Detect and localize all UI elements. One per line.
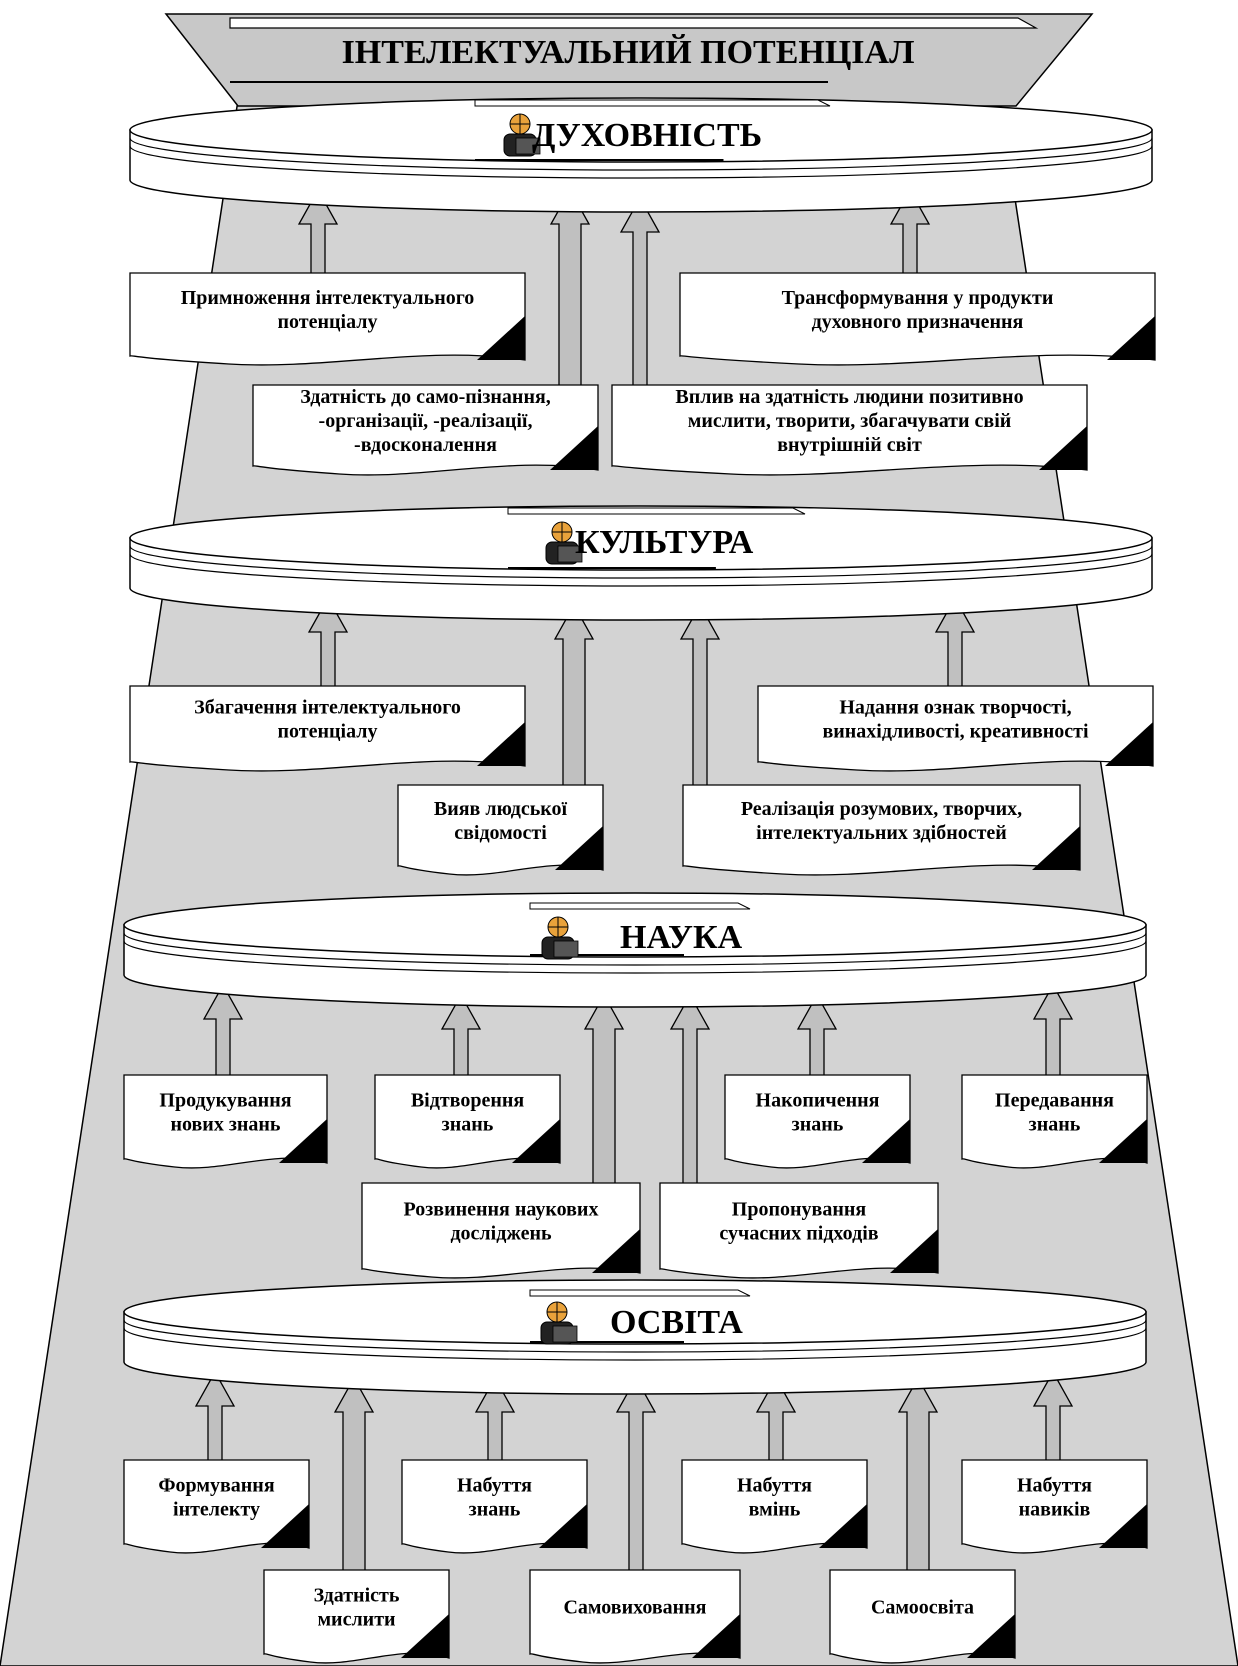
level-title: ДУХОВНІСТЬ [532, 117, 762, 154]
box-text-line: Примноження інтелектуального [181, 287, 475, 309]
box-text-line: Формування [158, 1474, 274, 1496]
person-icon [503, 113, 541, 157]
box-text-line: Самовиховання [563, 1596, 706, 1618]
box-level4-6: Самовиховання [529, 1569, 741, 1664]
box-text-line: Реалізація розумових, творчих, [741, 798, 1022, 820]
box-text-line: потенціалу [278, 311, 378, 333]
box-text-line: Вплив на здатність людини позитивно [675, 386, 1023, 408]
box-text-line: Розвинення наукових [404, 1198, 599, 1220]
box-text-line: духовного призначення [812, 311, 1024, 333]
box-text-line: сучасних підходів [719, 1222, 878, 1244]
box-text-line: Надання ознак творчості, [839, 696, 1071, 718]
level-title: ОСВІТА [610, 1304, 743, 1341]
box-text-line: інтелектуальних здібностей [756, 822, 1007, 844]
box-text-line: Здатність до само-пізнання, [300, 386, 551, 408]
box-text-line: знань [469, 1498, 521, 1520]
box-text-line: Збагачення інтелектуального [194, 696, 461, 718]
box-text-line: Продукування [159, 1089, 291, 1111]
box-text-line: Накопичення [756, 1089, 880, 1111]
box-text-line: Самоосвіта [871, 1596, 974, 1618]
box-text-line: -вдосконалення [354, 434, 497, 456]
box-text-line: Здатність [314, 1584, 400, 1606]
level-disk-3: НАУКА [123, 892, 1147, 1008]
box-text-line: Відтворення [411, 1089, 525, 1111]
diagram-title: ІНТЕЛЕКТУАЛЬНИЙ ПОТЕНЦІАЛ [342, 34, 915, 71]
box-text-line: свідомості [454, 822, 547, 844]
box-text-line: вмінь [749, 1498, 801, 1520]
box-text-line: потенціалу [278, 720, 378, 742]
box-text-line: інтелекту [173, 1498, 260, 1520]
box-text-line: Набуття [457, 1474, 532, 1496]
level-disk-2: КУЛЬТУРА [129, 505, 1153, 621]
level-disk-4: ОСВІТА [123, 1279, 1147, 1395]
box-text-line: -організації, -реалізації, [319, 410, 533, 432]
level-disk-1: ДУХОВНІСТЬ [129, 97, 1153, 213]
box-text-line: Передавання [995, 1089, 1114, 1111]
level-title: НАУКА [620, 919, 743, 956]
box-text-line: внутрішній світ [777, 434, 922, 456]
box-text-line: нових знань [170, 1113, 280, 1135]
box-text-line: Пропонування [732, 1198, 867, 1220]
box-text-line: мислити [317, 1608, 395, 1630]
person-icon [540, 1301, 578, 1345]
box-text-line: винахідливості, креативності [822, 720, 1089, 742]
box-text-line: Набуття [737, 1474, 812, 1496]
box-text-line: досліджень [450, 1222, 552, 1244]
box-text-line: Трансформування у продукти [782, 287, 1054, 309]
box-text-line: знань [442, 1113, 494, 1135]
box-text-line: мислити, творити, збагачувати свій [688, 410, 1012, 432]
box-text-line: Вияв людської [434, 798, 568, 820]
person-icon [541, 916, 579, 960]
box-level4-7: Самоосвіта [829, 1569, 1016, 1664]
title-banner: ІНТЕЛЕКТУАЛЬНИЙ ПОТЕНЦІАЛ [164, 13, 1094, 107]
box-level2-2: Надання ознак творчості,винахідливості, … [757, 685, 1154, 772]
box-text-line: знань [1029, 1113, 1081, 1135]
box-text-line: навиків [1019, 1498, 1091, 1520]
box-text-line: Набуття [1017, 1474, 1092, 1496]
box-level1-4: Вплив на здатність людини позитивномисли… [611, 384, 1088, 476]
box-level2-4: Реалізація розумових, творчих,інтелектуа… [682, 784, 1081, 876]
box-text-line: знань [792, 1113, 844, 1135]
box-level1-3: Здатність до само-пізнання,-організації,… [252, 384, 599, 476]
person-icon [545, 521, 583, 565]
level-title: КУЛЬТУРА [575, 524, 754, 561]
